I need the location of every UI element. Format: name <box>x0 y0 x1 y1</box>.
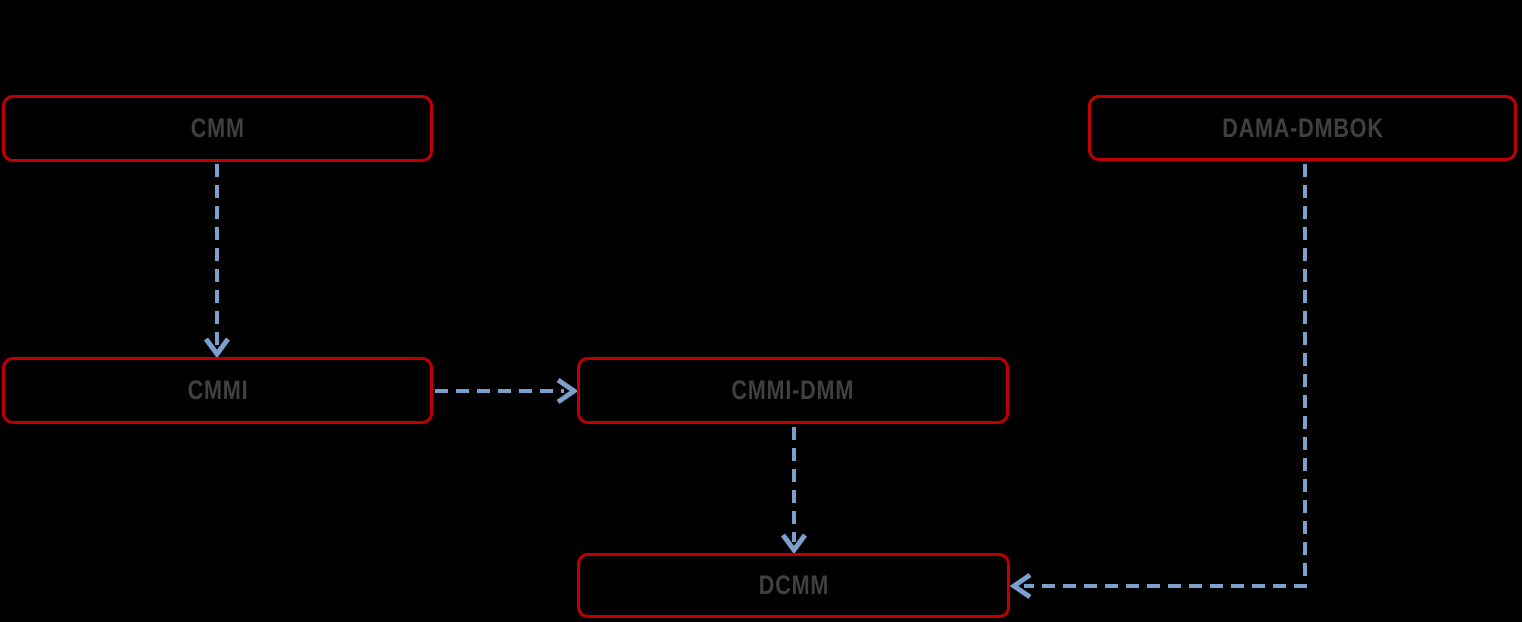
node-cmmi-dmm-label: CMMI-DMM <box>731 375 855 405</box>
node-cmmi-label: CMMI <box>187 375 248 405</box>
node-dama-dmbok: DAMA-DMBOK <box>1088 95 1517 161</box>
edge-cmmi-to-cmmi-dmm <box>435 377 579 405</box>
node-cmm: CMM <box>2 95 433 162</box>
edge-dama-dmbok-to-dcmm <box>1009 164 1307 600</box>
node-cmmi: CMMI <box>2 357 433 424</box>
node-cmmi-dmm: CMMI-DMM <box>577 357 1009 424</box>
edge-cmm-to-cmmi <box>203 164 231 359</box>
edge-cmmi-dmm-to-dcmm <box>780 427 808 555</box>
node-dcmm: DCMM <box>577 553 1010 618</box>
node-cmm-label: CMM <box>190 113 245 143</box>
node-dama-dmbok-label: DAMA-DMBOK <box>1221 112 1384 143</box>
node-dcmm-label: DCMM <box>758 570 829 600</box>
